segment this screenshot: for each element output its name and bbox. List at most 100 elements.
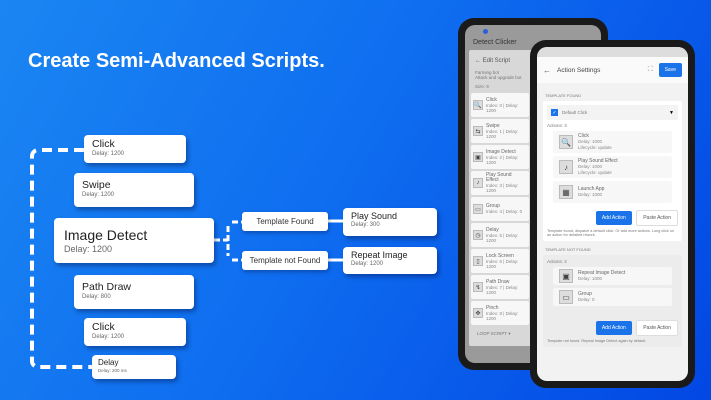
action-icon: ▭ <box>559 290 573 304</box>
action-extra: Lifecycle: update <box>578 170 612 175</box>
step-delay: Delay: 1200 <box>92 334 125 340</box>
step-name: Swipe <box>82 179 111 191</box>
app-title: Detect Clicker <box>473 39 517 46</box>
action-delay: Delay: 0 <box>578 297 595 302</box>
action-name: Click <box>578 133 589 139</box>
add-action-button[interactable]: Add Action <box>595 211 632 225</box>
action-name: Play Sound Effect <box>578 158 618 164</box>
action-icon: 🔍 <box>473 100 483 110</box>
screen-title: Action Settings <box>557 66 601 74</box>
dropdown-icon[interactable]: ▼ <box>669 109 674 116</box>
branch-template-found: Template Found <box>242 212 328 231</box>
step-delay: Delay: 200 ms <box>98 368 127 373</box>
action-icon: 🔍 <box>559 135 573 149</box>
action-icon: ✥ <box>473 308 483 318</box>
action-icon: ♪ <box>559 160 573 174</box>
action-meta: Index: 4 | Delay: 0 <box>486 209 523 214</box>
action-name: Launch App <box>578 186 605 192</box>
loop-script-button[interactable]: LOOP SCRIPT ▾ <box>477 331 511 336</box>
add-action-button[interactable]: Add Action <box>595 321 632 335</box>
actions-count: Actions: 3 <box>547 123 567 128</box>
action-meta: Index: 3 | Delay: 1200 <box>486 183 519 193</box>
action-meta: Index: 2 | Delay: 1200 <box>486 154 519 165</box>
action-meta: Index: 7 | Delay: 1200 <box>486 284 519 295</box>
action-meta: Index: 8 | Delay: 1200 <box>486 310 519 321</box>
action-icon: ▣ <box>559 269 573 283</box>
paste-action-button[interactable]: Paste Action <box>636 320 678 336</box>
step-name: Delay <box>98 358 119 367</box>
action-delay: Delay: 1000 <box>578 276 603 281</box>
back-arrow-icon[interactable]: ← <box>543 65 551 75</box>
step-name: Image Detect <box>64 227 148 243</box>
checkbox-checked-icon[interactable]: ✓ <box>551 109 558 116</box>
fullscreen-icon[interactable]: ⛶ <box>647 66 653 73</box>
paste-action-button[interactable]: Paste Action <box>636 210 678 226</box>
script-size: Size: 9 <box>475 84 489 89</box>
action-name: Pinch <box>486 304 499 311</box>
default-click-label: Default Click <box>562 110 588 115</box>
action-name: Group <box>486 203 500 209</box>
action-name: Image Detect <box>486 148 516 155</box>
action-name: Path Draw <box>486 278 510 285</box>
step-delay: Delay: 800 <box>82 294 111 300</box>
headline: Create Semi-Advanced Scripts. <box>28 50 325 72</box>
action-delay: Delay: 1000 <box>578 139 603 144</box>
step-delay: Delay: 1200 <box>82 192 115 198</box>
action-meta: Index: 1 | Delay: 1200 <box>486 128 519 139</box>
edit-script-header: ← Edit Script <box>469 54 597 68</box>
action-name: Group <box>578 291 592 297</box>
back-arrow-icon[interactable]: ← <box>475 58 483 64</box>
action-name: Repeat Image Detect <box>578 270 626 276</box>
action-icon: ▦ <box>559 185 573 199</box>
template-found-section: TEMPLATE FOUND <box>545 93 582 98</box>
action-icon: ▭ <box>473 204 483 214</box>
step-name: Click <box>92 321 115 333</box>
action-icon: ▯ <box>473 256 483 266</box>
step-name: Click <box>92 138 115 150</box>
branch-line <box>214 220 242 262</box>
save-button[interactable]: Save <box>658 63 682 77</box>
step-name: Repeat Image <box>351 250 408 260</box>
template-not-found-section: TEMPLATE NOT FOUND <box>545 247 591 252</box>
step-name: Path Draw <box>82 281 132 293</box>
action-name: Lock Screen <box>486 252 514 259</box>
step-delay: Delay: 1200 <box>64 244 113 254</box>
default-click-select[interactable]: ✓ Default Click ▼ <box>547 105 678 120</box>
actions-count: Actions: 2 <box>547 259 567 264</box>
script-desc: Attack and upgrade bot <box>475 75 522 80</box>
camera-icon <box>483 29 488 34</box>
action-icon: ▣ <box>473 152 483 162</box>
